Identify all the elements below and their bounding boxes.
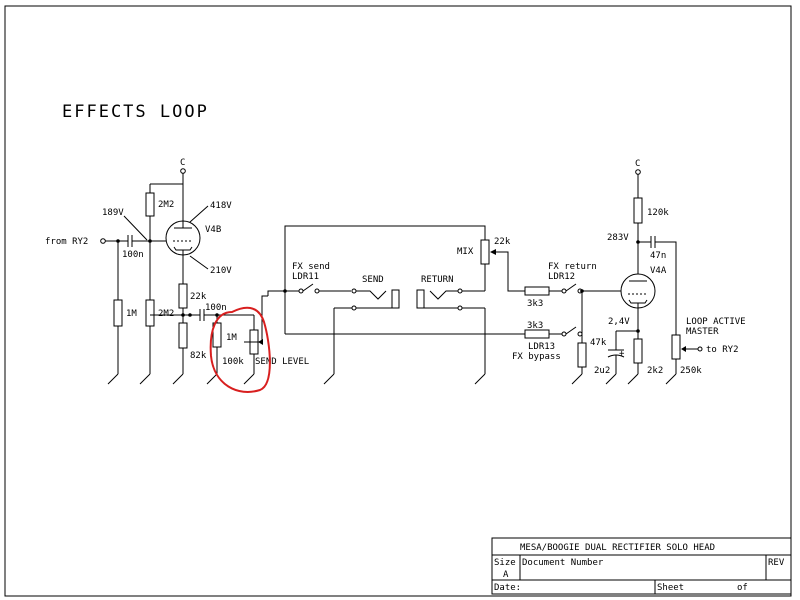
resistor-2m2-plate [145, 299, 155, 327]
size-label: Size [494, 558, 516, 568]
svg-text:22k: 22k [190, 292, 207, 302]
ldr11-label: LDR11 [292, 272, 319, 282]
size-value: A [503, 570, 509, 580]
resistor-3k3-upper [524, 286, 550, 296]
resistor-120k [633, 197, 643, 224]
svg-text:120k: 120k [647, 208, 669, 218]
rev-label: REV [768, 558, 785, 568]
voltage-283: 283V [607, 233, 629, 243]
fx-send-label: FX send [292, 262, 330, 272]
send-level-label: SEND LEVEL [255, 357, 309, 367]
svg-text:22k: 22k [494, 237, 511, 247]
cap-47n: 47n [650, 251, 666, 261]
svg-text:2M2: 2M2 [158, 200, 174, 210]
output-label: to RY2 [706, 345, 739, 355]
svg-text:250k: 250k [680, 366, 702, 376]
send-jack-label: SEND [362, 275, 384, 285]
output-terminal [697, 346, 703, 352]
supply-terminal-right [635, 169, 641, 175]
title-block-name: MESA/BOOGIE DUAL RECTIFIER SOLO HEAD [520, 543, 715, 553]
diagram-title: EFFECTS LOOP [62, 102, 209, 122]
resistor-82k [178, 322, 188, 349]
loop-active-label: LOOP ACTIVE [686, 317, 746, 327]
fx-return-label: FX return [548, 262, 597, 272]
voltage-418: 418V [210, 201, 232, 211]
master-label: MASTER [686, 327, 719, 337]
pot-mix [480, 239, 490, 265]
svg-text:100k: 100k [222, 357, 244, 367]
svg-text:2M2: 2M2 [158, 309, 174, 319]
return-jack [416, 289, 425, 309]
svg-text:3k3: 3k3 [527, 299, 543, 309]
svg-text:3k3: 3k3 [527, 321, 543, 331]
voltage-210: 210V [210, 266, 232, 276]
supply-label-left: C [180, 158, 185, 168]
svg-text:2k2: 2k2 [647, 366, 663, 376]
return-jack-label: RETURN [421, 275, 454, 285]
ldr13-label: LDR13 [528, 342, 555, 352]
input-terminal [100, 238, 106, 244]
resistor-2k2 [633, 338, 643, 364]
mix-label: MIX [457, 247, 474, 257]
sheet-border [4, 5, 792, 597]
svg-text:82k: 82k [190, 351, 207, 361]
cap-100n-in: 100n [122, 250, 144, 260]
resistor-2m2-bias [145, 192, 155, 217]
resistor-1m-grid [113, 299, 123, 327]
sheet-label: Sheet [657, 583, 684, 593]
input-label: from RY2 [45, 237, 88, 247]
send-jack [391, 289, 400, 309]
of-label: of [737, 583, 748, 593]
title-block: MESA/BOOGIE DUAL RECTIFIER SOLO HEAD Siz… [491, 537, 792, 595]
cap-100n-out: 100n [205, 303, 227, 313]
ldr12-label: LDR12 [548, 272, 575, 282]
date-label: Date: [494, 583, 521, 593]
voltage-189: 189V [102, 208, 124, 218]
resistor-47k [577, 342, 587, 368]
voltage-2-4: 2,4V [608, 317, 630, 327]
svg-text:47k: 47k [590, 338, 607, 348]
svg-text:1M: 1M [226, 333, 237, 343]
pot-master [671, 334, 681, 360]
resistor-22k-cathode [178, 283, 188, 309]
svg-text:+: + [619, 349, 625, 359]
supply-terminal-left [180, 168, 186, 174]
highlight-circle [209, 306, 271, 393]
tube-label-v4a: V4A [650, 266, 667, 276]
document-number-label: Document Number [522, 558, 604, 568]
resistor-3k3-lower [524, 329, 550, 339]
supply-label-right: C [635, 159, 640, 169]
fx-bypass-label: FX bypass [512, 352, 561, 362]
svg-text:1M: 1M [126, 309, 137, 319]
tube-label-v4b: V4B [205, 225, 221, 235]
cap-2u2: 2u2 [594, 366, 610, 376]
